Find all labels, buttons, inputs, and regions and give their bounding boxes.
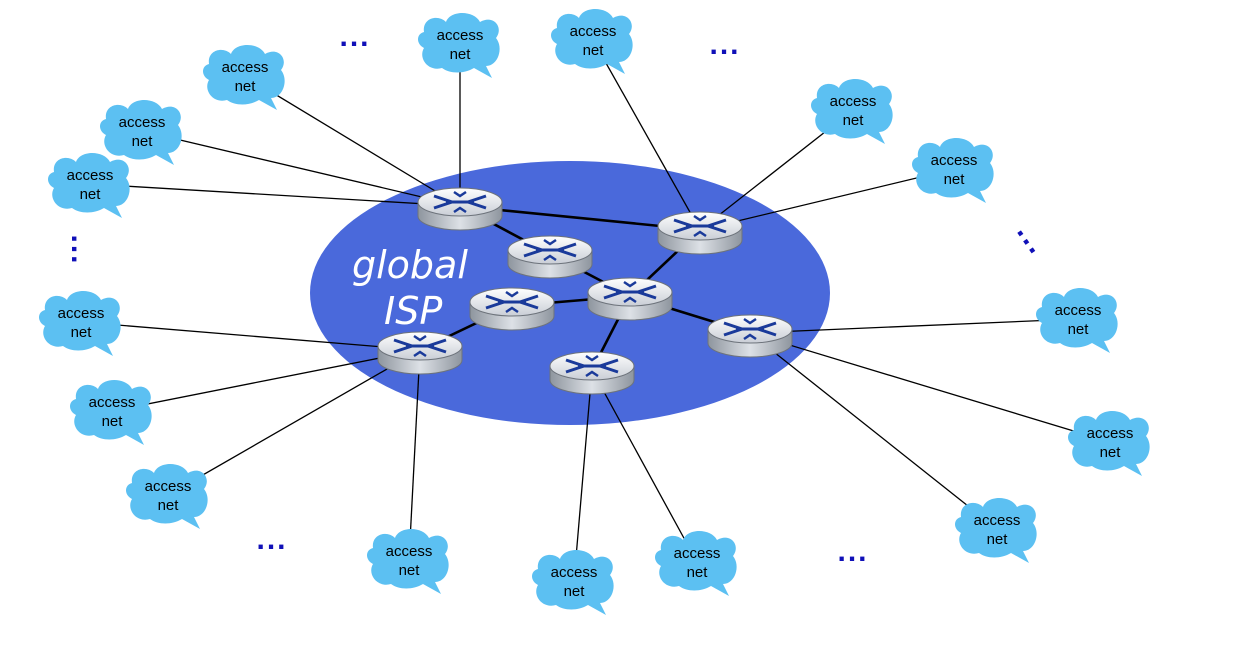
access-link — [89, 183, 461, 207]
access-net-cloud: access net — [655, 531, 737, 596]
access-net-label-line1: access — [931, 152, 978, 169]
cloud-icon — [367, 529, 449, 594]
access-link — [573, 369, 593, 582]
cloud-icon — [418, 13, 500, 78]
access-link — [749, 332, 998, 530]
access-link — [408, 349, 421, 561]
access-net-cloud: access net — [955, 498, 1037, 563]
access-net-label-line2: net — [102, 413, 124, 430]
access-link — [167, 349, 421, 496]
access-net-label-line1: access — [89, 394, 136, 411]
cloud-icon — [1068, 411, 1150, 476]
access-net-label-line2: net — [158, 497, 180, 514]
access-net-label-line2: net — [450, 46, 472, 63]
router-icon — [507, 235, 593, 279]
access-net-label-line1: access — [1087, 425, 1134, 442]
access-net-label-line2: net — [71, 324, 93, 341]
access-net-label-line2: net — [843, 112, 865, 129]
cloud-icon — [70, 380, 152, 445]
access-net-label-line2: net — [583, 42, 605, 59]
access-net-cloud: access net — [811, 79, 893, 144]
access-net-cloud: access net — [203, 45, 285, 110]
access-net-label-line1: access — [58, 305, 105, 322]
cloud-icon — [39, 291, 121, 356]
access-net-label-line2: net — [1100, 444, 1122, 461]
access-link — [80, 321, 421, 351]
global-isp-label-line2: ISP — [384, 289, 442, 333]
access-net-cloud: access net — [1068, 411, 1150, 476]
access-net-label-line1: access — [974, 512, 1021, 529]
access-net-label-line1: access — [386, 543, 433, 560]
access-net-cloud: access net — [126, 464, 208, 529]
access-net-label-line2: net — [235, 78, 257, 95]
cloud-icon — [912, 138, 994, 203]
router-icon — [657, 211, 743, 255]
ellipsis-dots: ... — [837, 535, 868, 568]
cloud-icon — [100, 100, 182, 165]
ellipsis-dots: ... — [709, 28, 740, 61]
access-link — [244, 75, 461, 207]
access-net-cloud: access net — [912, 138, 994, 203]
access-net-label-line2: net — [1068, 321, 1090, 338]
cloud-icon — [655, 531, 737, 596]
cloud-icon — [532, 550, 614, 615]
access-link — [749, 318, 1079, 334]
access-net-label-line2: net — [132, 133, 154, 150]
access-net-cloud: access net — [551, 9, 633, 74]
access-net-label-line2: net — [80, 186, 102, 203]
access-net-label-line1: access — [145, 478, 192, 495]
access-net-label-line1: access — [119, 114, 166, 131]
access-link — [699, 168, 955, 231]
routers — [377, 187, 793, 395]
access-net-label-line1: access — [222, 59, 269, 76]
cloud-icon — [203, 45, 285, 110]
access-net-label-line2: net — [944, 171, 966, 188]
access-net-cloud: access net — [70, 380, 152, 445]
access-net-label-line1: access — [674, 545, 721, 562]
access-net-cloud: access net — [367, 529, 449, 594]
access-net-cloud: access net — [39, 291, 121, 356]
access-net-label-line1: access — [551, 564, 598, 581]
global-isp-label-line1: global — [352, 243, 468, 287]
router-icon — [377, 331, 463, 375]
access-net-cloud: access net — [100, 100, 182, 165]
cloud-icon — [126, 464, 208, 529]
cloud-icon — [811, 79, 893, 144]
cloud-icon — [955, 498, 1037, 563]
router-icon — [587, 277, 673, 321]
ellipsis-dots: ... — [1010, 216, 1055, 260]
access-net-label-line2: net — [987, 531, 1009, 548]
ellipsis-dots: ... — [256, 523, 287, 556]
access-net-label-line2: net — [399, 562, 421, 579]
access-net-cloud: access net — [48, 153, 130, 218]
ellipsis-dots: ... — [339, 20, 370, 53]
router-icon — [469, 287, 555, 331]
access-net-cloud: access net — [532, 550, 614, 615]
access-net-label-line2: net — [687, 564, 709, 581]
access-net-label-line1: access — [830, 93, 877, 110]
access-net-label-line1: access — [1055, 302, 1102, 319]
cloud-icon — [551, 9, 633, 74]
access-net-cloud: access net — [418, 13, 500, 78]
access-net-label-line1: access — [67, 167, 114, 184]
access-net-cloud: access net — [1036, 288, 1118, 353]
router-icon — [549, 351, 635, 395]
access-link — [592, 39, 701, 231]
access-links — [80, 39, 1111, 582]
access-link — [141, 130, 461, 207]
router-icon — [417, 187, 503, 231]
cloud-icon — [48, 153, 130, 218]
router-icon — [707, 314, 793, 358]
access-link — [749, 332, 1111, 443]
access-net-label-line1: access — [437, 27, 484, 44]
access-networks: accessnetaccessnetaccessnetaccessnetacce… — [39, 9, 1150, 615]
access-link — [111, 349, 421, 412]
cloud-icon — [1036, 288, 1118, 353]
access-net-label-line1: access — [570, 23, 617, 40]
access-net-label-line2: net — [564, 583, 586, 600]
access-link — [591, 369, 698, 563]
ellipsis-dots: ... — [65, 234, 98, 265]
